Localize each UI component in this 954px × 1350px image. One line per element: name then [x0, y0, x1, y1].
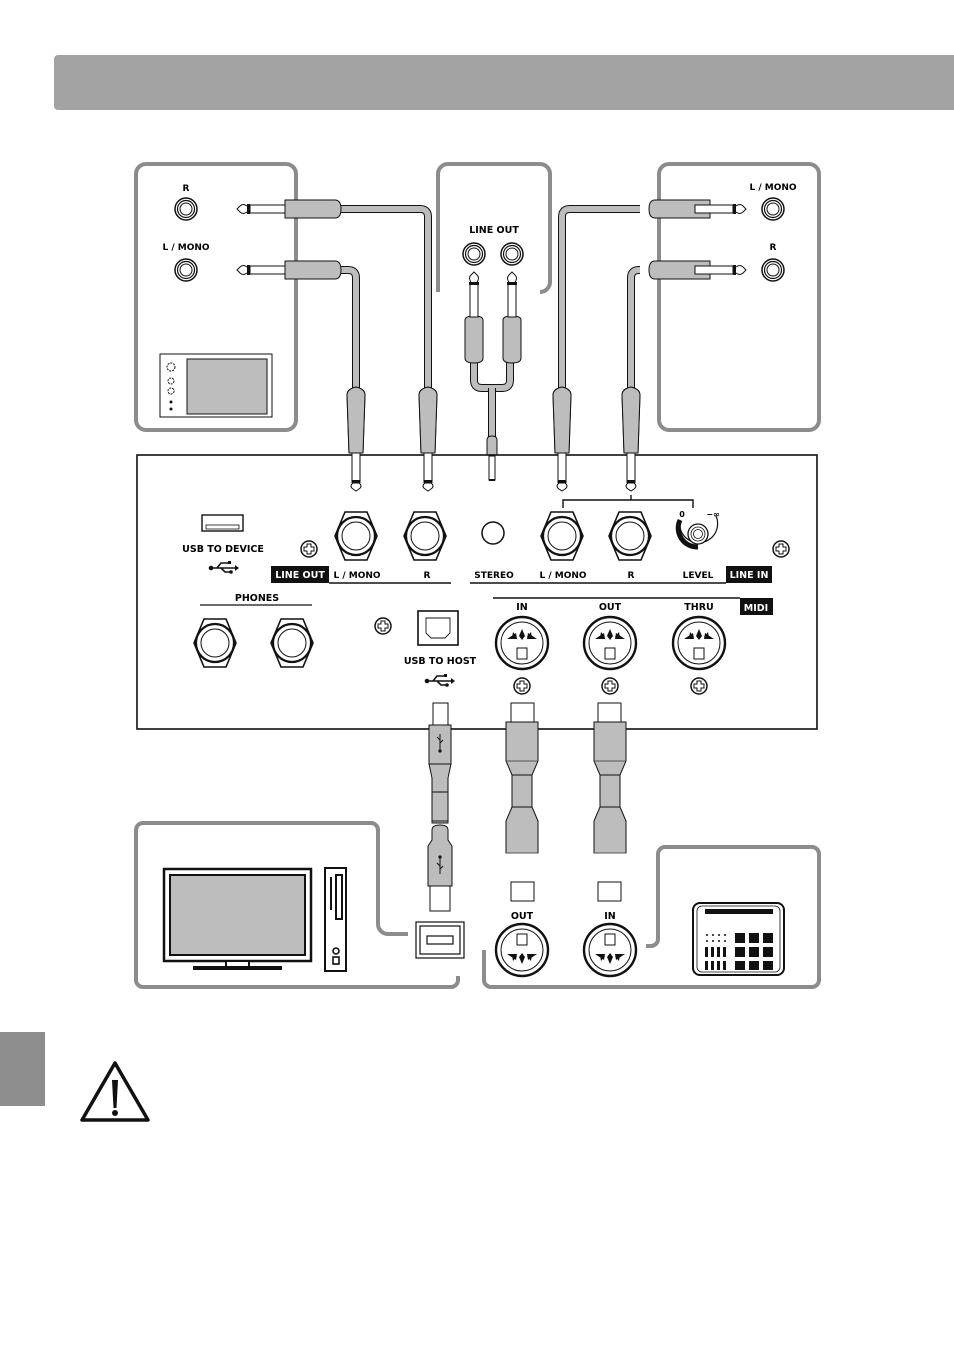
amp-right-lmono-jack[interactable]: [761, 197, 785, 221]
line-out-r-jack[interactable]: [402, 510, 448, 562]
line-in-r-jack[interactable]: [607, 510, 653, 562]
amp-left-r-jack[interactable]: [174, 197, 198, 221]
level-inf-label: −∞: [706, 510, 719, 519]
line-in-tag: LINE IN: [726, 566, 772, 583]
midi-tag-text: MIDI: [744, 603, 768, 614]
device-midi-out-label: OUT: [511, 911, 534, 922]
midi-cable-out: [593, 702, 627, 902]
midi-in-label: IN: [516, 602, 528, 613]
midi-in-port[interactable]: [494, 615, 550, 671]
screw-icon: [690, 677, 708, 695]
midi-out-label: OUT: [599, 602, 622, 613]
line-out-r-label: R: [424, 571, 431, 581]
usb-icon: [208, 561, 239, 574]
screw-icon: [601, 677, 619, 695]
stereo-label: STEREO: [474, 571, 514, 581]
amp-right-lmono-label: L / MONO: [749, 183, 796, 193]
midi-tag: MIDI: [740, 598, 773, 615]
amp-right-box: L / MONO R: [657, 162, 821, 432]
computer-usb-port[interactable]: [415, 921, 465, 959]
amp-left-lmono-jack[interactable]: [174, 258, 198, 282]
line-out-tag-text: LINE OUT: [275, 570, 325, 581]
level-label: LEVEL: [683, 571, 714, 581]
usb-cable: [427, 702, 453, 912]
phones-jack-2[interactable]: [269, 617, 315, 669]
usb-to-host-port[interactable]: [417, 610, 459, 646]
line-out-l-jack[interactable]: [333, 510, 379, 562]
header-bar: [54, 55, 954, 110]
cable-linein-from-amp-right: [552, 199, 747, 492]
screw-icon: [300, 540, 318, 558]
line-out-device-label: LINE OUT: [469, 225, 519, 236]
line-in-l-label: L / MONO: [539, 571, 586, 581]
screw-icon: [513, 677, 531, 695]
level-knob[interactable]: [675, 515, 719, 550]
sequencer-box: [482, 845, 821, 989]
device-midi-in-port[interactable]: [582, 922, 638, 978]
line-out-l-label: L / MONO: [333, 571, 380, 581]
amp-left-r-label: R: [183, 184, 190, 194]
line-out-device-jack-r[interactable]: [500, 242, 524, 266]
line-out-tag: LINE OUT: [271, 566, 329, 583]
midi-thru-port[interactable]: [671, 615, 727, 671]
stereo-jack[interactable]: [481, 521, 505, 545]
midi-thru-label: THRU: [684, 602, 713, 613]
amp-right-r-label: R: [770, 243, 777, 253]
phones-label: PHONES: [235, 593, 279, 604]
usb-to-host-label: USB TO HOST: [404, 656, 477, 667]
screw-icon: [374, 617, 392, 635]
midi-cable-in: [505, 702, 539, 902]
amp-right-r-jack[interactable]: [761, 258, 785, 282]
amp-left-lmono-label: L / MONO: [162, 243, 209, 253]
line-out-device-box: LINE OUT: [436, 162, 552, 294]
line-in-tag-text: LINE IN: [730, 570, 769, 581]
screw-icon: [772, 540, 790, 558]
cable-lineout-to-amp-left: [236, 199, 438, 492]
line-in-r-label: R: [628, 571, 635, 581]
line-out-device-jack-l[interactable]: [462, 242, 486, 266]
device-midi-in-label: IN: [604, 911, 616, 922]
midi-out-port[interactable]: [582, 615, 638, 671]
side-tab: [0, 1032, 45, 1106]
usb-to-device-label: USB TO DEVICE: [182, 544, 264, 555]
warning-icon: [80, 1061, 150, 1122]
device-midi-out-port[interactable]: [494, 922, 550, 978]
usb-icon: [424, 674, 455, 687]
piano-jack-panel: [136, 454, 818, 730]
level-zero-label: 0: [679, 510, 685, 519]
computer-box: [134, 821, 465, 989]
sequencer-icon: [692, 902, 785, 976]
usb-to-device-port[interactable]: [201, 514, 244, 532]
amp-control-panel-icon: [159, 353, 273, 418]
phones-jack-1[interactable]: [192, 617, 238, 669]
computer-icon: [162, 867, 347, 972]
line-in-l-jack[interactable]: [539, 510, 585, 562]
amp-left-box: R L / MONO: [134, 162, 298, 432]
